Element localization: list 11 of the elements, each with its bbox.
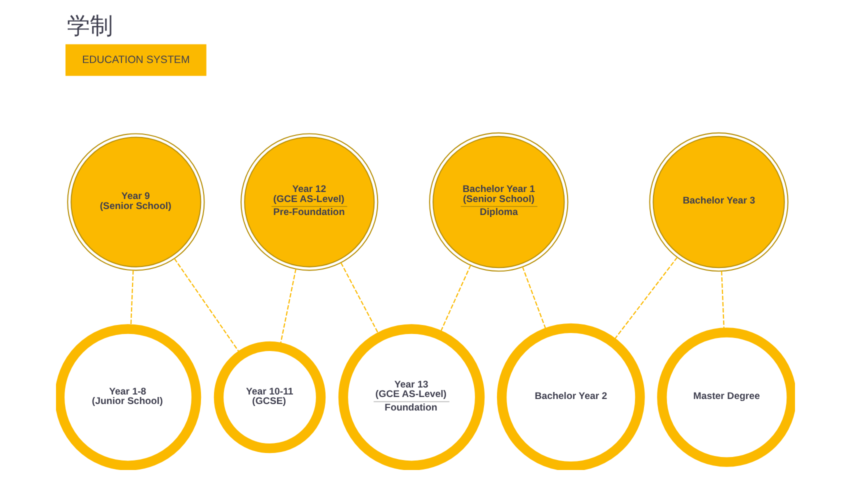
label: EDUCATION SYSTEM (82, 54, 190, 66)
node-circle: Bachelor Year 1 (Senior School) Diploma (428, 132, 568, 272)
diagram-title: 学制 (66, 12, 112, 38)
node-circle: Year 1-8 (Junior School) (56, 324, 201, 470)
node-circle: Bachelor Year 3 (648, 132, 788, 272)
node-circle: Master Degree (656, 328, 794, 467)
node-circle: Year 12 (GCE AS-Level) Pre-Foundation (240, 133, 378, 271)
node-circle: Year 9 (Senior School) (66, 133, 204, 271)
node-circle: Year 10-11 (GCSE) (213, 341, 326, 454)
node-circle: Year 13 (GCE AS-Level) Foundation (338, 324, 484, 470)
node-circle: Bachelor Year 2 (496, 323, 644, 470)
